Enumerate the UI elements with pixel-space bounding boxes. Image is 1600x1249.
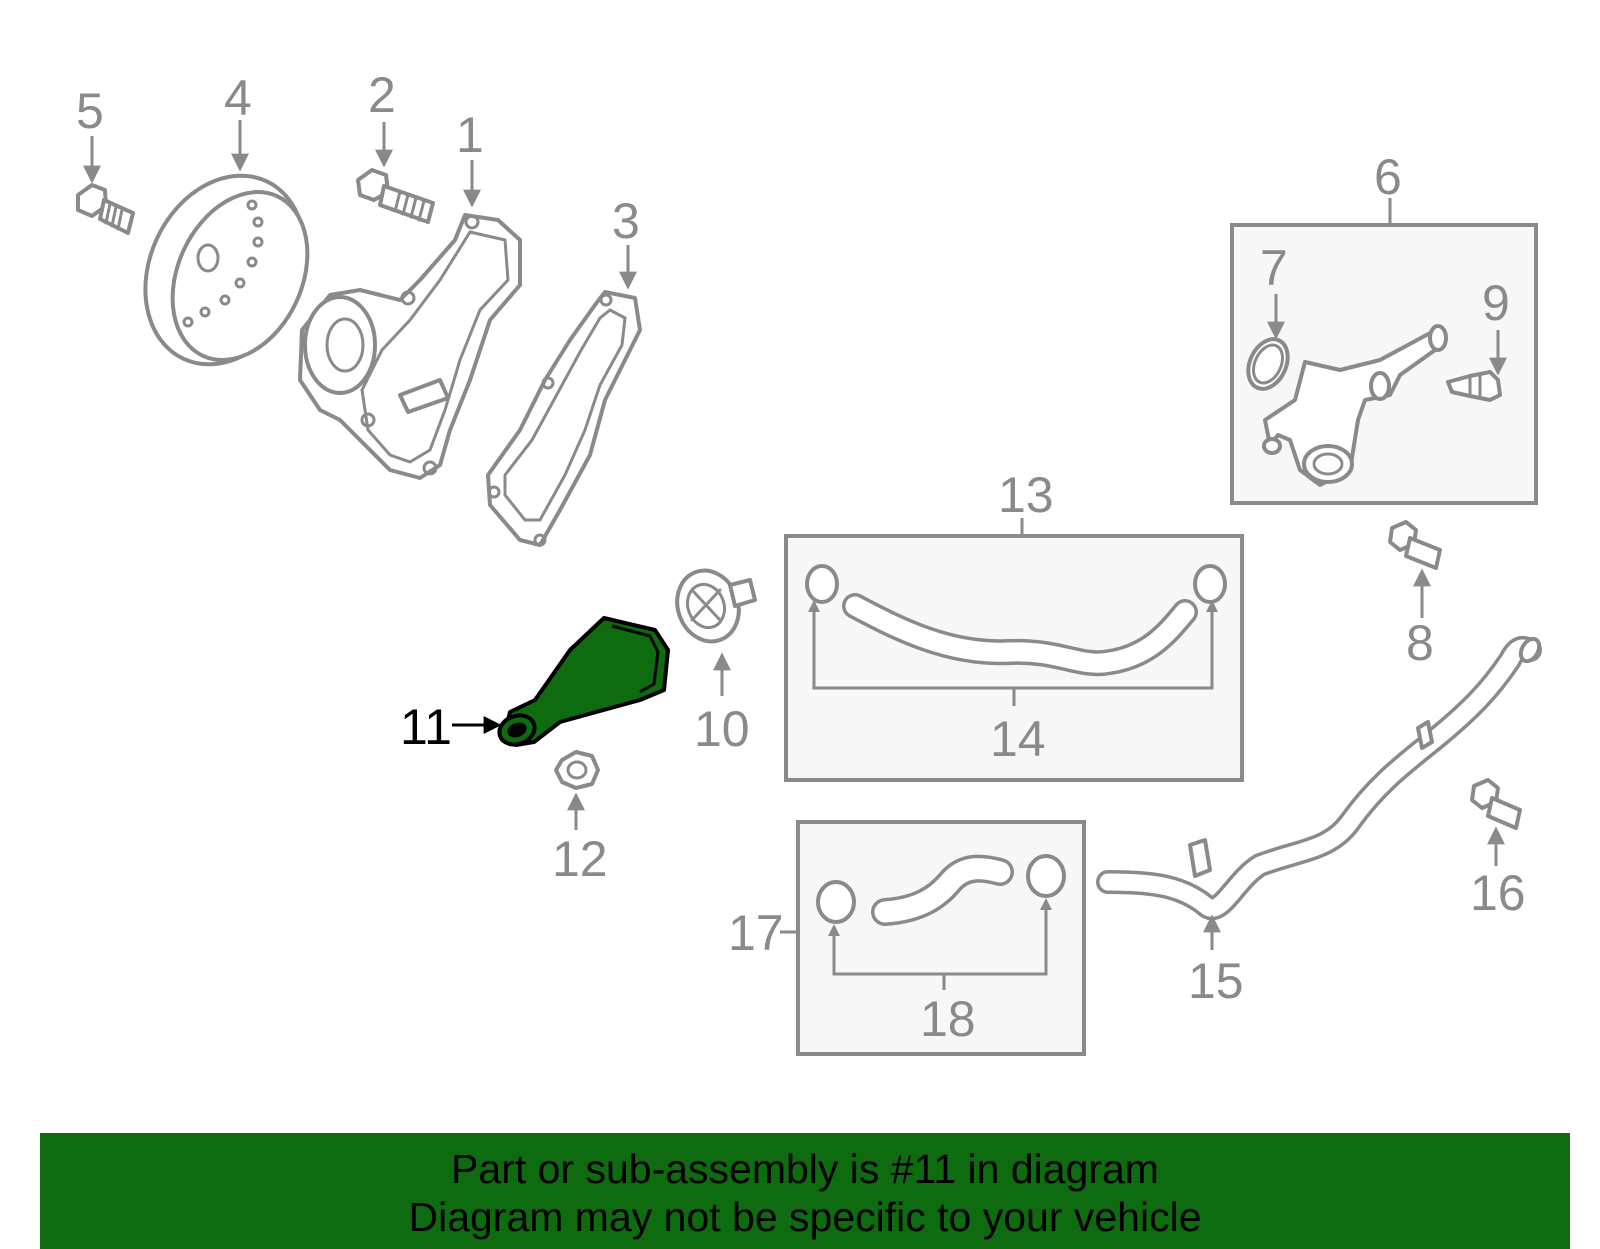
callout-15[interactable]: 15 [1188,953,1244,1009]
callout-12[interactable]: 12 [552,831,608,887]
part-18-hose[interactable] [816,854,1066,926]
callout-5[interactable]: 5 [76,83,104,139]
part-11-water-outlet[interactable] [495,616,670,749]
callout-2[interactable]: 2 [368,67,396,123]
part-9-sensor[interactable] [1446,370,1502,402]
part-14-hose[interactable] [805,564,1227,677]
part-3-gasket[interactable] [486,290,642,547]
part-12-nut[interactable] [554,750,600,790]
leader-14 [812,608,1214,706]
part-5-bolt[interactable] [76,183,135,235]
leader-18 [832,906,1048,990]
part-7-o-ring[interactable] [1241,333,1296,395]
callout-10[interactable]: 10 [694,701,750,757]
callout-6[interactable]: 6 [1374,149,1402,205]
part-15-pipe[interactable] [1096,636,1543,921]
part-2-bolt[interactable] [356,168,435,224]
callout-4[interactable]: 4 [224,70,252,126]
banner-line-2: Diagram may not be specific to your vehi… [408,1194,1202,1240]
callout-18[interactable]: 18 [920,991,976,1047]
callout-16[interactable]: 16 [1470,865,1526,921]
info-banner: Part or sub-assembly is #11 in diagram D… [40,1133,1570,1249]
part-4-pulley[interactable] [116,149,335,390]
callout-1[interactable]: 1 [456,107,484,163]
callout-9[interactable]: 9 [1482,275,1510,331]
callout-3[interactable]: 3 [612,193,640,249]
part-10-thermostat[interactable] [667,562,757,650]
callout-7[interactable]: 7 [1260,240,1288,296]
part-1-water-pump[interactable] [298,213,522,480]
callout-17[interactable]: 17 [728,905,784,961]
thermostat-housing[interactable] [1262,324,1448,487]
banner-line-1: Part or sub-assembly is #11 in diagram [451,1146,1159,1192]
callout-11[interactable]: 11 [400,699,452,755]
callout-13[interactable]: 13 [998,467,1054,523]
part-17-assembly-box[interactable] [796,820,1086,1056]
part-16-bolt[interactable] [1470,778,1522,830]
part-8-bolt[interactable] [1388,520,1442,570]
callout-14[interactable]: 14 [990,711,1046,767]
callout-8[interactable]: 8 [1406,615,1434,671]
